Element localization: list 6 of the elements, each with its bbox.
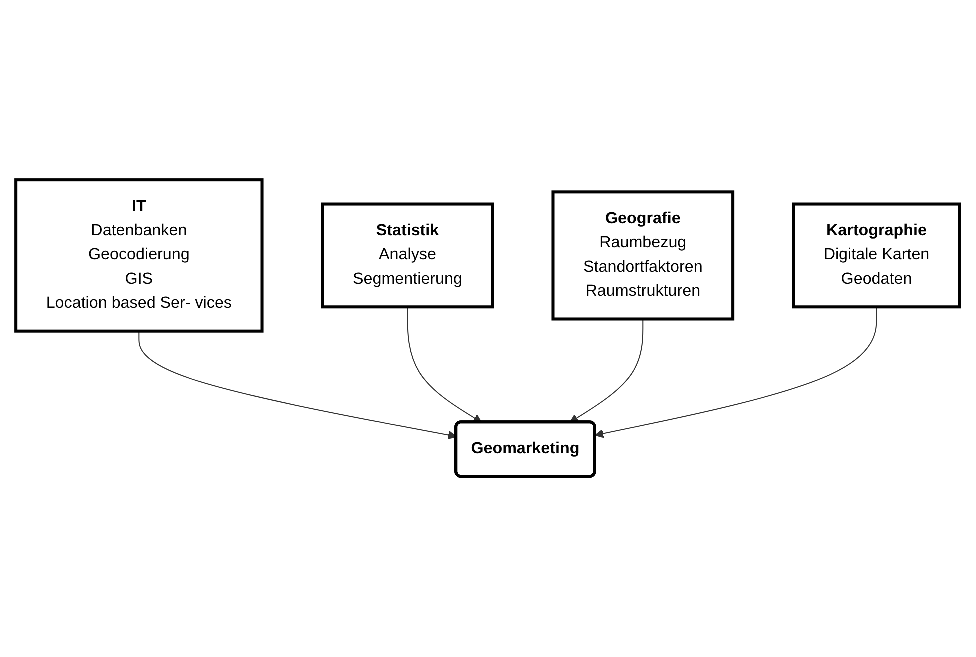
node-box: Kartographie Digitale Karten Geodaten — [792, 202, 962, 309]
arrow — [594, 307, 878, 438]
arrow — [138, 332, 457, 440]
node-box: Geografie Raumbezug Standortfaktoren Raumstrukturen — [552, 190, 735, 321]
node-box: IT Datenbanken Geocodierung GIS Location based Ser- vices — [14, 178, 264, 334]
node-box: Statistik Analyse Segmentierung — [321, 202, 494, 309]
